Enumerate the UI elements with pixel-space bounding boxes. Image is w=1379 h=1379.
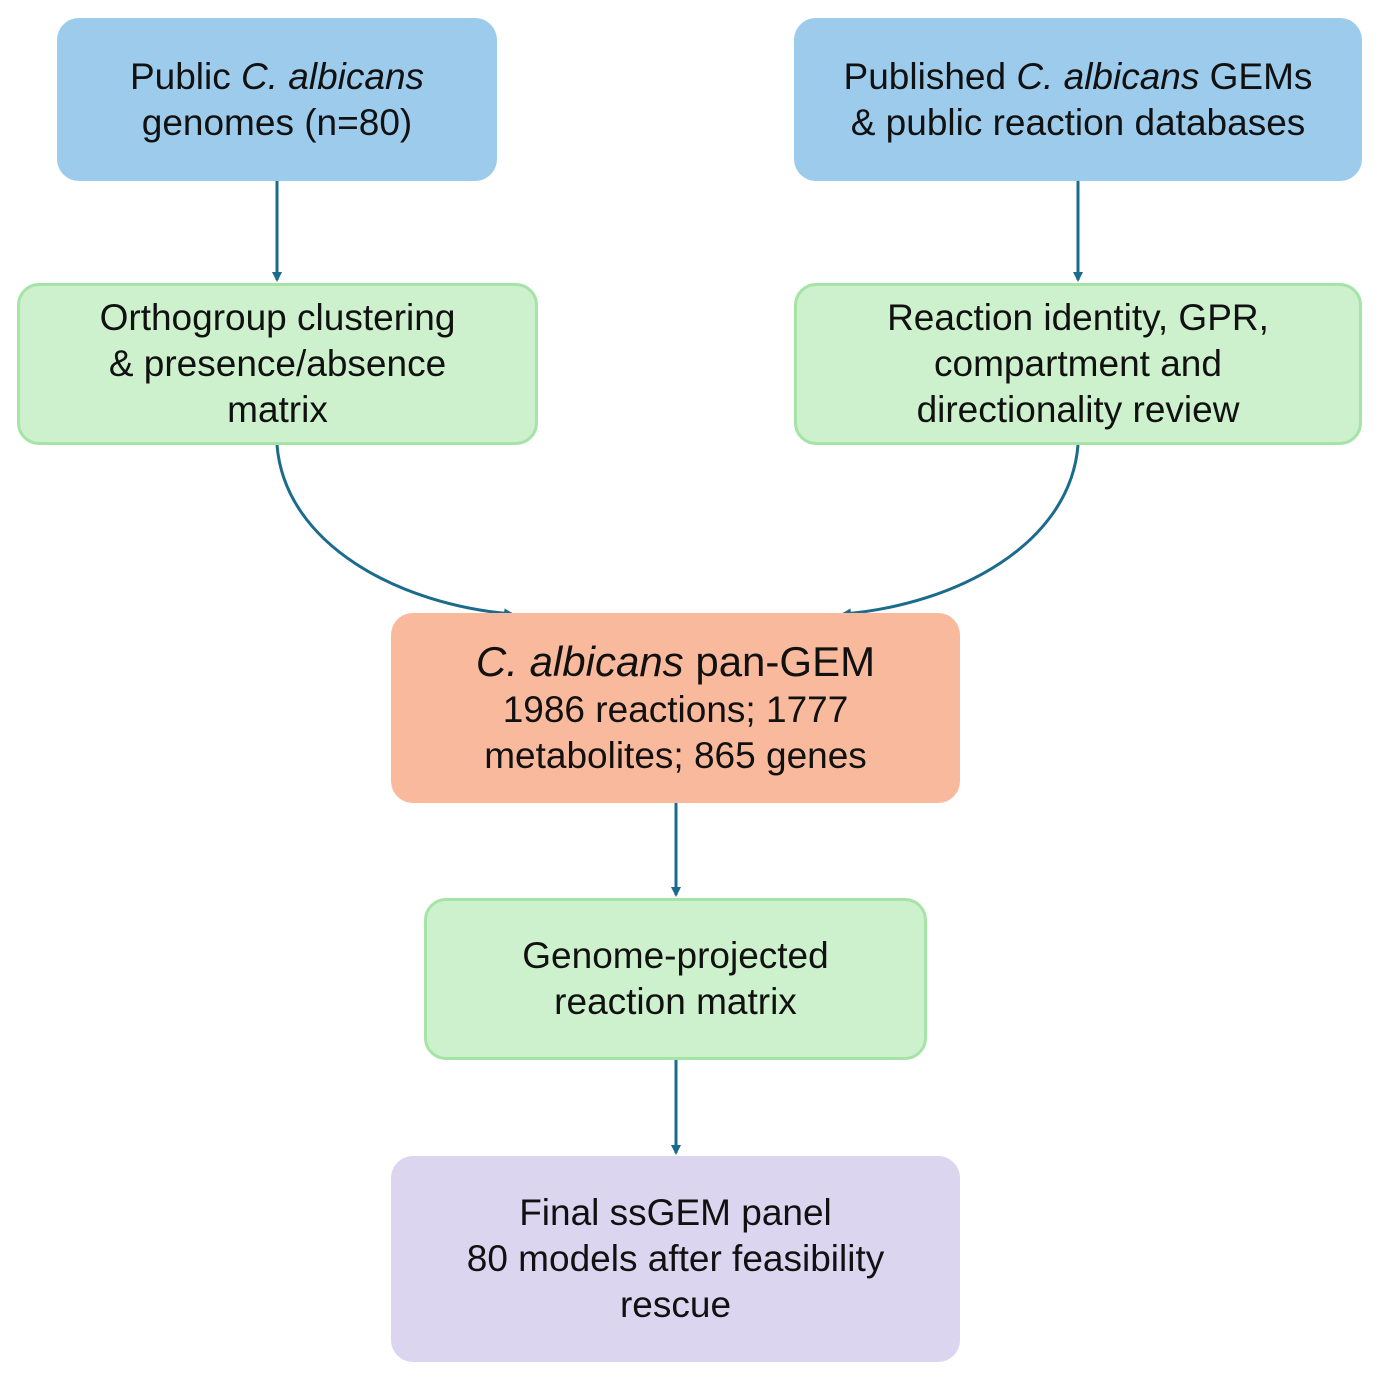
node-text: Public <box>129 55 242 97</box>
node-reaction-review: Reaction identity, GPR, compartment and … <box>794 283 1362 445</box>
node-text-line: metabolites; 865 genes <box>484 735 867 776</box>
node-text-line: Final ssGEM panel <box>519 1192 832 1233</box>
node-text-line: genomes (n=80) <box>141 101 413 143</box>
node-final-ssgem-panel: Final ssGEM panel 80 models after feasib… <box>391 1156 960 1362</box>
node-genome-projected-matrix: Genome-projected reaction matrix <box>424 898 927 1060</box>
node-text-line: rescue <box>619 1284 732 1325</box>
node-title-line: C. albicans pan-GEM <box>476 637 875 687</box>
node-published-gems: Published C. albicans GEMs & public reac… <box>794 18 1362 181</box>
node-text-line: 80 models after feasibility <box>466 1238 885 1279</box>
node-text-line: & presence/absence <box>108 343 447 384</box>
node-pan-gem: C. albicans pan-GEM 1986 reactions; 1777… <box>391 613 960 803</box>
node-text-line: directionality review <box>916 389 1240 430</box>
node-text: Published <box>843 55 1017 97</box>
node-orthogroup-clustering: Orthogroup clustering & presence/absence… <box>17 283 538 445</box>
species-name-italic: C. albicans <box>475 638 684 685</box>
node-text-line: matrix <box>227 389 328 430</box>
node-text: pan-GEM <box>683 638 876 685</box>
species-name-italic: C. albicans <box>241 55 425 97</box>
node-text-line: compartment and <box>934 343 1222 384</box>
species-name-italic: C. albicans <box>1016 55 1200 97</box>
node-public-genomes: Public C. albicans genomes (n=80) <box>57 18 497 181</box>
arrow-ortho-to-pangem <box>275 444 514 619</box>
node-text: GEMs <box>1199 55 1313 97</box>
node-text-line: Genome-projected <box>522 935 829 976</box>
node-text-line: Orthogroup clustering <box>99 297 456 338</box>
node-text-line: & public reaction databases <box>850 101 1306 143</box>
node-text-line: Published C. albicans GEMs <box>844 54 1313 100</box>
node-text-line: Public C. albicans <box>130 54 424 100</box>
node-text-line: Reaction identity, GPR, <box>887 297 1269 338</box>
arrow-review-to-pangem <box>841 444 1080 619</box>
node-text-line: 1986 reactions; 1777 <box>502 689 849 730</box>
node-text-line: reaction matrix <box>554 981 797 1022</box>
